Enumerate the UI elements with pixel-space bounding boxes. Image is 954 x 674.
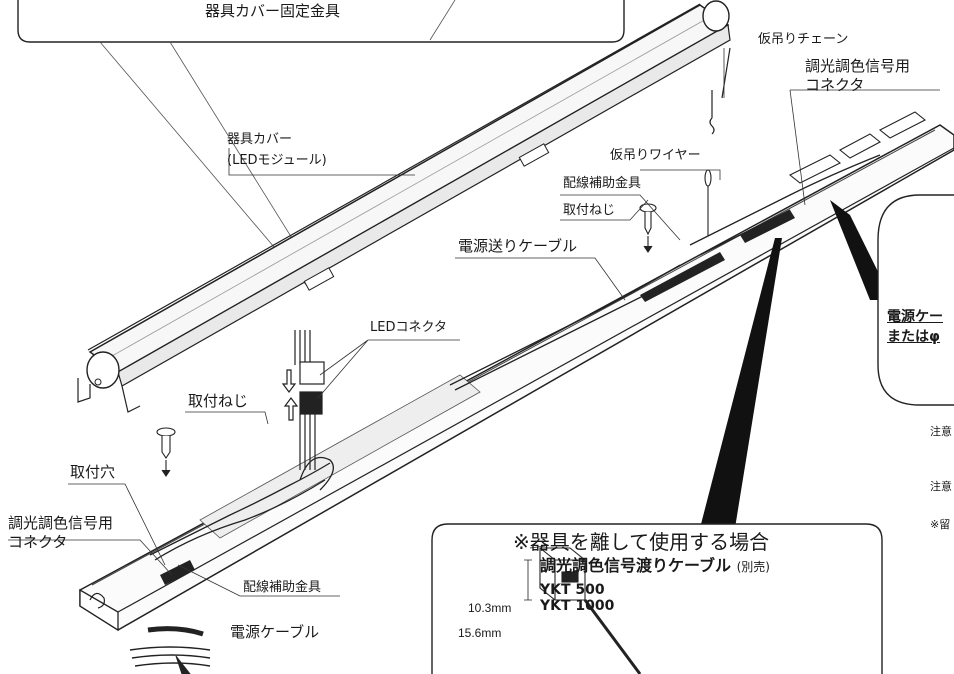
fixture-cover [77, 0, 731, 413]
wiring-bracket-top-label: 配線補助金具 [563, 176, 642, 191]
fixture-cover-label-2: (LEDモジュール) [227, 153, 327, 168]
right-callout-panel [877, 194, 954, 406]
power-feed-cable-label: 電源送りケーブル [458, 237, 578, 255]
right-panel-line-2: またはφ [887, 329, 940, 345]
mount-screw-left-label: 取付ねじ [188, 392, 249, 410]
mount-hole-label: 取付穴 [70, 463, 116, 481]
temp-wire-label: 仮吊りワイヤー [610, 148, 701, 163]
led-connector-drawing [281, 330, 325, 470]
signal-cable-connector [524, 545, 642, 674]
led-connector-label: LEDコネクタ [370, 320, 447, 335]
base-channel [79, 124, 954, 632]
dimming-connector-top-label-2: コネクタ [805, 76, 865, 94]
model-ykt-500: YKT 500 [540, 582, 605, 598]
callout-pointers [700, 200, 892, 528]
dimming-connector-top-label-1: 調光調色信号用 [805, 57, 911, 75]
separate-use-title: ※器具を離して使用する場合 [513, 530, 770, 554]
temp-chain-label: 仮吊りチェーン [758, 32, 849, 47]
dimming-connector-left-label-2: コネクタ [8, 533, 68, 551]
leader-lines [8, 48, 940, 597]
signal-cable-name-text: 調光調色信号渡りケーブル [540, 556, 732, 575]
dimming-connector-left-label-1: 調光調色信号用 [8, 514, 114, 532]
dimension-10-3: 10.3mm [468, 601, 512, 615]
model-ykt-1000: YKT 1000 [540, 598, 615, 614]
mount-screw-top-label: 取付ねじ [563, 203, 616, 218]
signal-cable-name: 調光調色信号渡りケーブル (別売) [540, 556, 770, 577]
right-panel-line-1: 電源ケー [887, 309, 943, 325]
power-cable-label: 電源ケーブル [230, 623, 320, 641]
cover-bracket-label: 器具カバー固定金具 [205, 2, 341, 20]
right-note-3: ※留 [930, 518, 951, 531]
right-note-2: 注意 [930, 480, 952, 493]
fixture-cover-label-1: 器具カバー [227, 132, 293, 147]
sold-separately-note: (別売) [736, 560, 770, 574]
cover-bracket-callout-box [17, 0, 625, 43]
temp-wire [704, 169, 712, 236]
wiring-bracket-bottom-label: 配線補助金具 [243, 580, 322, 595]
temp-chain [709, 47, 731, 135]
dimension-15-6: 15.6mm [458, 626, 502, 640]
mount-screw-left [156, 427, 176, 477]
mount-screw-top [639, 203, 657, 253]
right-note-1: 注意 [930, 425, 952, 438]
power-cable-drawing [129, 626, 211, 674]
wiring-dark-sections [160, 210, 795, 585]
right-end-brackets [788, 111, 927, 184]
